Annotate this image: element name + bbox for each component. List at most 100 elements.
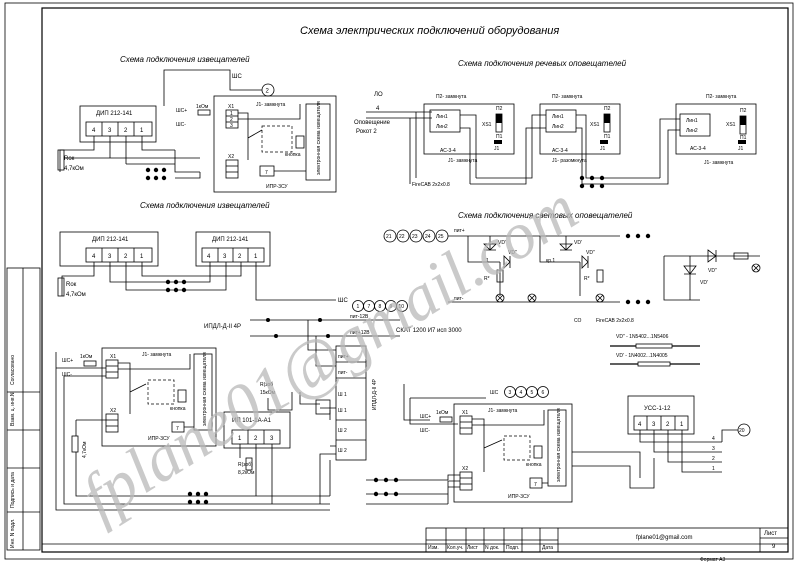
ipdl-sh2-a: Ш 2 — [338, 428, 347, 434]
ip101-t2: 2 — [254, 436, 258, 442]
ipr2-r1k: 1кОм — [80, 354, 93, 360]
diode-legend: VD" - 1N5402...1N5406 VD' - 1N4002...1N4… — [610, 334, 700, 367]
shs-label-mid: ШС — [338, 298, 348, 304]
stamp-kol: Кол.уч. — [447, 545, 463, 551]
dip-detector-1-label: ДИП 212-141 — [96, 111, 133, 117]
light-pit-plus: пит+ — [454, 228, 465, 234]
ip101-detector: ИП 101-1А-А1 1 2 3 R(зоб) 8,2кОм — [223, 411, 291, 476]
ipr3-x1: X1 — [462, 410, 468, 416]
section-title-detectors-top: Схема подключения извещателей — [120, 55, 250, 64]
marker-set-light: 21 22 23 24 25 — [383, 229, 449, 243]
uss-module: УСС-1-12 4 3 2 1 — [627, 395, 695, 435]
ipr1-name: ИПР-3СУ — [266, 184, 288, 190]
ipr2-shs-plus: ШС+ — [62, 358, 73, 364]
speaker-ac34-3: П2- замкнута Лин1 Лин2 XS1 П2 П1 J1 АС-3… — [675, 94, 757, 166]
stamp-format: Формат А3 — [700, 557, 725, 563]
sp3-p2: П2- замкнута — [706, 94, 737, 100]
sp2-j1: J1 — [600, 146, 606, 152]
opov-label: Оповещение — [354, 120, 391, 126]
kr1-label: кр.1 — [546, 258, 555, 264]
sp3-lin2: Лин2 — [686, 128, 698, 134]
ipr1-r1k: 1кОм — [196, 104, 209, 110]
speaker-ac34-2: П2- замкнута Лин1 Лин2 XS1 П2 П1 J1 АС-3… — [539, 94, 621, 164]
ipr2-knopka: кнопка — [170, 406, 186, 412]
ipr1-shs-minus: ШС- — [176, 122, 186, 128]
stamp-email: fplane01@gmail.com — [636, 535, 692, 541]
diode-group-1: VD' VD" 1 R* — [483, 236, 517, 303]
rokot-label: Рокот 2 — [356, 129, 377, 135]
ipr1-j1: J1- замкнута — [256, 102, 286, 108]
sp3-xs1: XS1 — [726, 122, 736, 128]
dip2-term-4: 4 — [92, 254, 96, 260]
stamp-list: Лист — [467, 545, 479, 551]
lo-num: 4 — [376, 106, 380, 112]
ipdl-vert-label: ИПДЛ-Д-II 4Р — [372, 378, 378, 410]
dip1-term-3: 3 — [108, 128, 112, 134]
marker-mid-0: 1 — [357, 304, 360, 310]
marker-light-3: 24 — [425, 234, 431, 240]
ipr3-j1: J1- замкнута — [488, 408, 518, 414]
shs-label-top: ШС — [232, 74, 242, 80]
marker-light-0: 21 — [386, 234, 392, 240]
skat-label: СКАТ 1200 И7 исп 3000 — [396, 328, 462, 334]
section-title-light: Схема подключения световых оповещателей — [458, 211, 633, 220]
r-zob1-label: R(зоб — [260, 382, 273, 388]
stamp-podp: Подп. — [506, 545, 519, 551]
marker-mid-2: 8 — [379, 304, 382, 310]
sp2-p1-pin: П1 — [604, 134, 611, 140]
sp1-p2: П2- замкнута — [436, 94, 467, 100]
ipr2-r47: 4,7кОм — [82, 441, 88, 458]
dip1-term-2: 2 — [124, 128, 128, 134]
ipr1-shs-plus: ШС+ — [176, 108, 187, 114]
sp1-xs1: XS1 — [482, 122, 492, 128]
outer-frame — [4, 2, 794, 560]
sp2-lin1: Лин1 — [552, 114, 564, 120]
ipr2-board: электронная схема извещателя — [202, 352, 208, 426]
speaker-ac34-1: П2- замкнута Лин1 Лин2 XS1 П2 П1 J1 АС-3… — [423, 94, 515, 164]
marker-mid-3: 9 — [390, 304, 393, 310]
dip1-term-1: 1 — [140, 128, 144, 134]
marker-mid-1: 7 — [368, 304, 371, 310]
shs-label-bot: ШС — [490, 390, 499, 396]
side-label-replace: Взам. ц. инв.N — [10, 392, 16, 426]
rok-value-1: 4,7кОм — [64, 166, 84, 172]
vd-prime-1: VD' — [498, 240, 506, 246]
ipr3-knopka: кнопка — [526, 462, 542, 468]
ipr2-x1: X1 — [110, 354, 116, 360]
uss-term-2: 2 — [666, 422, 670, 428]
so-label: СО — [574, 318, 582, 324]
r-star-2: R* — [584, 276, 590, 282]
sp3-lin1: Лин1 — [686, 118, 698, 124]
vd-dprime-1: VD" — [508, 250, 517, 256]
sp1-j1: J1 — [494, 146, 500, 152]
lo-label: ЛО — [374, 92, 383, 98]
dip3-term-2: 2 — [238, 254, 242, 260]
marker-bot-3: 6 — [542, 390, 545, 396]
dip3-term-3: 3 — [223, 254, 227, 260]
stamp-izm: Изм. — [428, 545, 439, 551]
ipr2-name: ИПР-3СУ — [148, 436, 170, 442]
uss-term-1: 1 — [680, 422, 684, 428]
side-label-inv: Инв. N подл. — [10, 519, 16, 548]
marker-set-mid: 1 7 8 9 10 — [352, 300, 408, 312]
ipr1-t2: 2 — [230, 117, 233, 123]
uss-out-3: 3 — [712, 446, 715, 452]
uss-out-1: 1 — [712, 466, 715, 472]
uss-out-4: 4 — [712, 436, 715, 442]
legend-vd-prime: VD' - 1N4002...1N4005 — [616, 353, 668, 359]
dip3-term-1: 1 — [254, 254, 258, 260]
sp2-xs1: XS1 — [590, 122, 600, 128]
sp1-p1-pin: П1 — [496, 134, 503, 140]
uss-out-2: 2 — [712, 456, 715, 462]
rok-label-2: Rок — [66, 282, 77, 288]
sp2-p2-pin: П2 — [604, 106, 611, 112]
firecab-label-2: FireCAB 2х2х0.8 — [596, 318, 634, 324]
uss-label: УСС-1-12 — [644, 406, 671, 412]
vd-dprime-3: VD" — [708, 268, 717, 274]
pit12-minus-label: пит-12В — [350, 314, 369, 320]
dip-detector-2: ДИП 212-141 4 3 2 1 — [59, 231, 159, 267]
ipr-module-1: ШС+ ШС- 1кОм X1 J1- замкнута 1 2 3 элект… — [176, 95, 337, 193]
marker-bot-2: 5 — [531, 390, 534, 396]
title-block: Изм. Кол.уч. Лист N док. Подп. Дата fpla… — [425, 527, 789, 563]
ipr1-board: электронная схема извещателя — [316, 101, 322, 175]
